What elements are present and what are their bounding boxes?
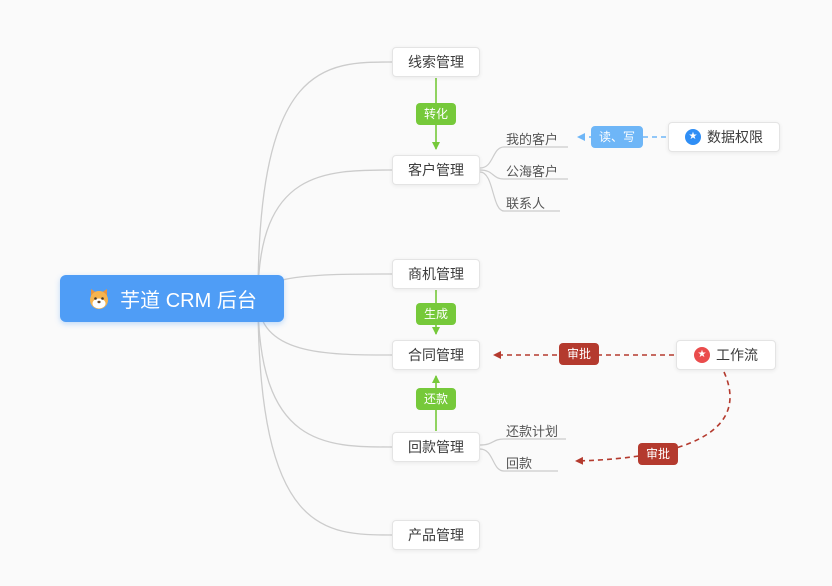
edge-label-convert: 转化 (415, 103, 457, 125)
root-node: 芋道 CRM 后台 (60, 275, 284, 322)
subitem-repayment-plan: 还款计划 (506, 424, 559, 439)
node-lead-management: 线索管理 (392, 47, 480, 77)
edge-label-approve-contract: 审批 (558, 343, 600, 365)
subitem-contacts: 联系人 (506, 196, 546, 211)
subitem-public-customers: 公海客户 (506, 164, 559, 179)
branch-to-repayment-plan (479, 438, 566, 446)
data-permission-label: 数据权限 (707, 129, 763, 145)
node-receivable-management: 回款管理 (392, 432, 480, 462)
branch-to-public-customers (479, 169, 568, 180)
branch-to-my-customers (479, 146, 568, 169)
arrow-approve-receivable (575, 371, 731, 465)
node-opportunity-management: 商机管理 (392, 259, 480, 289)
branch-to-customers (257, 169, 393, 299)
edge-label-repay: 还款 (415, 388, 457, 410)
node-product-management: 产品管理 (392, 520, 480, 550)
node-customer-management: 客户管理 (392, 155, 480, 185)
node-workflow: ★ 工作流 (676, 340, 776, 370)
edge-label-generate: 生成 (415, 303, 457, 325)
subitem-my-customers: 我的客户 (506, 132, 559, 147)
red-dashed-arrows (493, 351, 731, 465)
edge-label-read-write: 读、写 (590, 126, 644, 148)
branch-to-receivables (257, 297, 393, 448)
branch-to-leads (257, 61, 393, 299)
workflow-label: 工作流 (716, 347, 758, 363)
subitem-receivable: 回款 (506, 456, 533, 471)
branch-to-contacts (479, 171, 560, 212)
branch-to-products (257, 297, 393, 536)
node-contract-management: 合同管理 (392, 340, 480, 370)
root-label: 芋道 CRM 后台 (120, 290, 257, 312)
branch-to-receivable (479, 448, 558, 472)
edge-label-approve-receivable: 审批 (637, 443, 679, 465)
dog-logo-icon (87, 287, 111, 311)
workflow-star-icon: ★ (694, 347, 710, 363)
subitem-branch-lines (479, 146, 568, 472)
node-data-permission: ★ 数据权限 (668, 122, 780, 152)
data-permission-star-icon: ★ (685, 129, 701, 145)
